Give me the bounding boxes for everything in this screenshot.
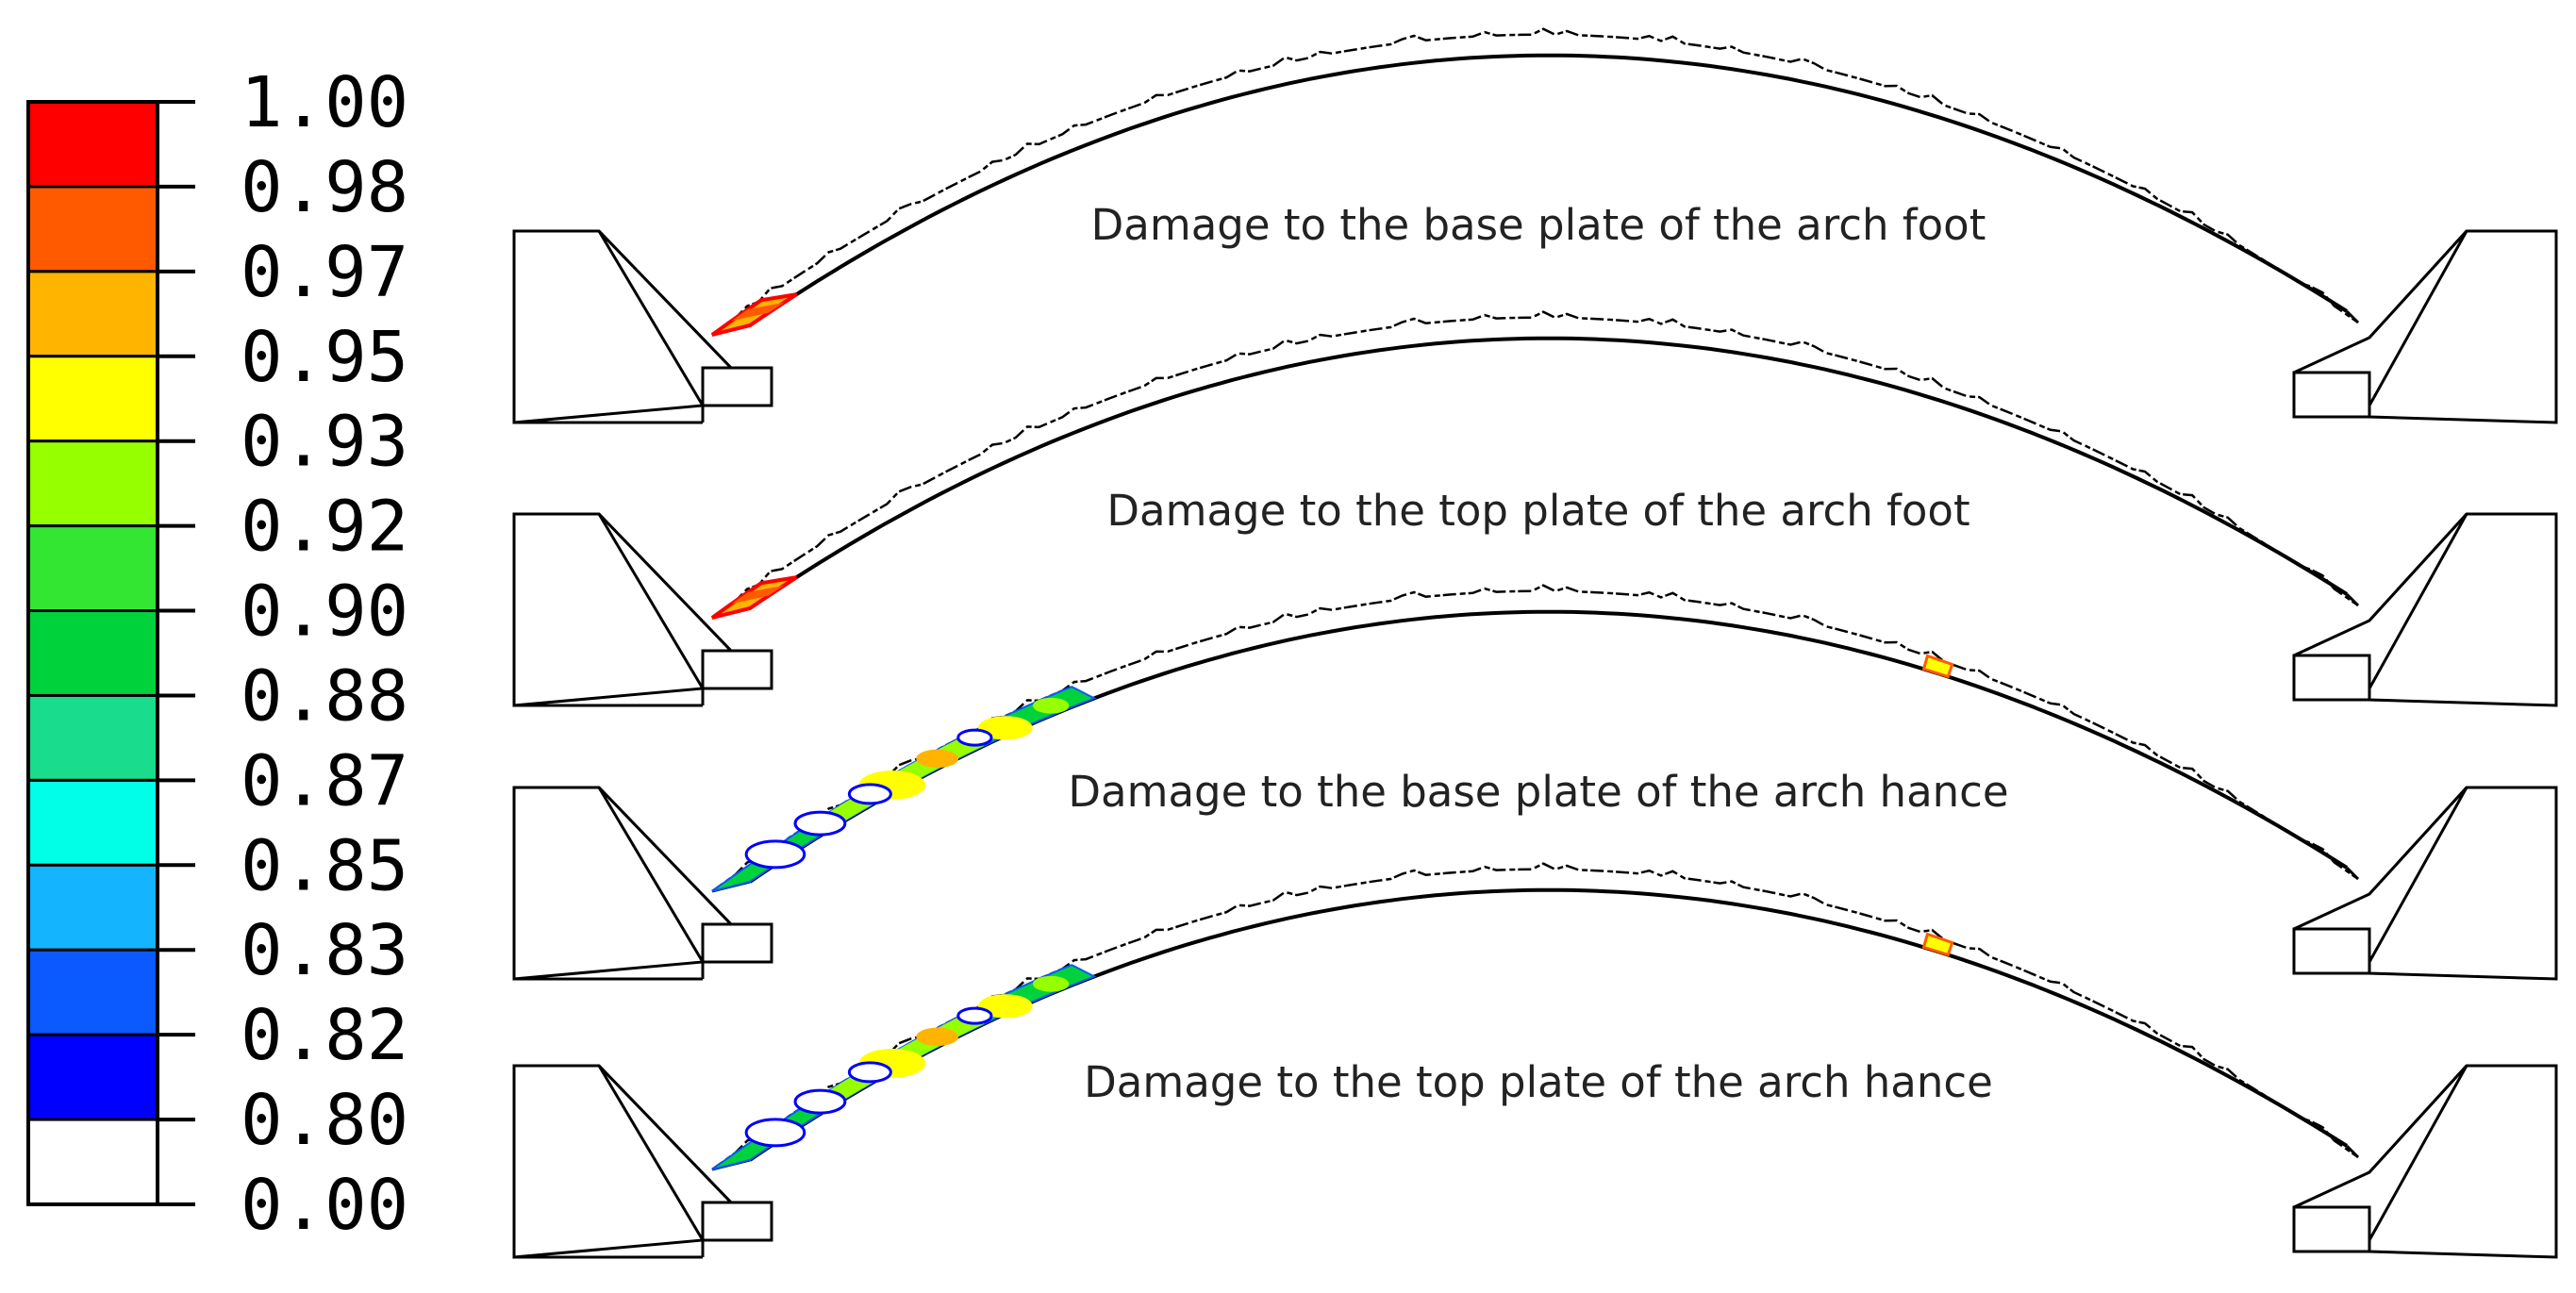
legend-label: 0.00: [241, 1165, 408, 1246]
legend-bin-2: [26, 270, 159, 358]
legend-label: 0.82: [241, 995, 408, 1076]
arch-rib: [711, 27, 2360, 337]
legend-label: 0.87: [241, 740, 408, 821]
legend-label: 0.95: [241, 317, 408, 398]
legend-bin-4: [26, 439, 159, 528]
left-abutment: [512, 786, 773, 981]
damage-zone: [710, 292, 798, 337]
arch-panel-1: Damage to the base plate of the arch foo…: [512, 27, 2558, 424]
arch-panel-2: Damage to the top plate of the arch foot: [512, 310, 2558, 707]
legend-bin-12: [26, 1118, 159, 1206]
right-abutment: [2292, 786, 2558, 981]
left-abutment: [512, 1064, 773, 1259]
legend-bin-8: [26, 778, 159, 867]
panel-caption: Damage to the top plate of the arch hanc…: [1084, 1057, 1993, 1107]
legend-label: 1.00: [241, 62, 408, 143]
legend-bin-7: [26, 693, 159, 782]
legend-label: 0.98: [241, 147, 408, 228]
right-abutment: [2292, 1064, 2558, 1259]
legend-label: 0.93: [241, 402, 408, 483]
left-abutment: [512, 229, 773, 424]
legend-bin-5: [26, 524, 159, 613]
legend-label: 0.80: [241, 1080, 408, 1161]
legend-bin-1: [26, 185, 159, 274]
legend-label: 0.92: [241, 487, 408, 568]
legend-label: 0.83: [241, 910, 408, 991]
right-abutment: [2292, 229, 2558, 424]
damage-zone: [711, 932, 1954, 1170]
legend-label: 0.88: [241, 655, 408, 737]
arch-panel-3: Damage to the base plate of the arch han…: [512, 584, 2558, 981]
legend-label: 0.90: [241, 572, 408, 653]
panel-caption: Damage to the base plate of the arch foo…: [1091, 200, 1986, 250]
panel-caption: Damage to the top plate of the arch foot: [1106, 486, 1969, 536]
damage-zone: [711, 654, 1954, 892]
damage-zone: [710, 575, 798, 620]
legend-label: 0.97: [241, 232, 408, 313]
right-abutment: [2292, 512, 2558, 707]
legend-label: 0.85: [241, 825, 408, 906]
legend-bin-3: [26, 355, 159, 443]
legend-bin-9: [26, 863, 159, 952]
legend-bin-10: [26, 948, 159, 1036]
legend-bin-6: [26, 609, 159, 697]
arch-panels: Damage to the base plate of the arch foo…: [512, 27, 2558, 1259]
panel-caption: Damage to the base plate of the arch han…: [1068, 767, 2008, 817]
legend-bin-11: [26, 1033, 159, 1121]
legend-bin-0: [26, 100, 159, 189]
damage-legend: 1.000.980.970.950.930.920.900.880.870.85…: [26, 62, 408, 1246]
legend-frame: [26, 100, 159, 1206]
left-abutment: [512, 512, 773, 707]
arch-panel-4: Damage to the top plate of the arch hanc…: [512, 862, 2558, 1259]
arch-rib: [711, 310, 2360, 620]
